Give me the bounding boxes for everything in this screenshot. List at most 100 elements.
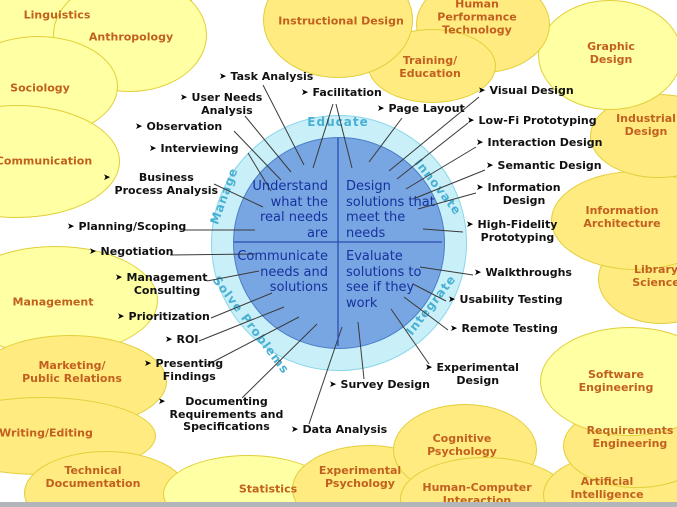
ring-label-educate: Educate [307,115,369,129]
skill-label: ROI [176,333,199,346]
skill-label: Documenting Requirements and Specificati… [169,395,284,433]
discipline-label: Library Science [632,263,677,289]
arrow-icon: ➤ [219,72,227,82]
skill-interaction-design: ➤Interaction Design [476,136,603,150]
skill-information-design: ➤Information Design [476,181,561,207]
skill-interviewing: ➤Interviewing [149,142,239,156]
skill-task-analysis: ➤Task Analysis [219,70,314,84]
discipline-label: Human Performance Technology [437,0,517,37]
arrow-icon: ➤ [467,116,475,126]
arrow-icon: ➤ [476,183,484,193]
skill-label: Planning/Scoping [78,220,187,233]
arrow-icon: ➤ [117,312,125,322]
skill-label: User Needs Analysis [191,91,263,117]
skill-label: Usability Testing [459,293,563,306]
arrow-icon: ➤ [450,324,458,334]
arrow-icon: ➤ [486,161,494,171]
discipline-label: Instructional Design [278,14,404,28]
skill-planning-scoping: ➤Planning/Scoping [67,220,187,234]
quadrant-design: Design solutions that meet the needs [346,179,435,241]
skill-label: Experimental Design [436,361,519,387]
arrow-icon: ➤ [158,397,166,407]
skill-negotiation: ➤Negotiation [89,245,174,259]
quadrant-communicate: Communicate needs and solutions [237,249,328,295]
discipline-label: Linguistics [23,8,91,22]
arrow-icon: ➤ [135,122,143,132]
arrow-icon: ➤ [377,104,385,114]
skill-documenting-requirements: ➤Documenting Requirements and Specificat… [158,395,284,434]
skill-label: Page Layout [388,102,465,115]
arrow-icon: ➤ [115,273,123,283]
discipline-software-engineering [540,327,677,436]
arrow-icon: ➤ [149,144,157,154]
arrow-icon: ➤ [291,425,299,435]
skill-high-fidelity-prototyping: ➤High-Fidelity Prototyping [466,218,558,244]
skill-label: Task Analysis [230,70,314,83]
discipline-label: Statistics [238,482,298,496]
discipline-label: Technical Documentation [45,464,141,490]
skill-survey-design: ➤Survey Design [329,378,430,392]
skill-usability-testing: ➤Usability Testing [448,293,563,307]
skill-visual-design: ➤Visual Design [478,84,574,98]
arrow-icon: ➤ [425,363,433,373]
skill-label: Low-Fi Prototyping [478,114,597,127]
skill-label: Interviewing [160,142,239,155]
arrow-icon: ➤ [466,220,474,230]
skill-data-analysis: ➤Data Analysis [291,423,388,437]
arrow-icon: ➤ [476,138,484,148]
discipline-label: Communication [0,154,93,168]
discipline-label: Management [12,295,94,309]
skill-label: Visual Design [489,84,574,97]
skill-lowfi-prototyping: ➤Low-Fi Prototyping [467,114,597,128]
discipline-label: Software Engineering [578,368,654,394]
arrow-icon: ➤ [329,380,337,390]
skill-label: Negotiation [100,245,174,258]
skill-label: Presenting Findings [155,357,224,383]
skill-experimental-design: ➤Experimental Design [425,361,519,387]
skill-label: Prioritization [128,310,210,323]
discipline-label: Cognitive Psychology [427,432,497,458]
skill-label: High-Fidelity Prototyping [477,218,558,244]
skill-label: Semantic Design [497,159,602,172]
arrow-icon: ➤ [165,335,173,345]
skill-management-consulting: ➤Management Consulting [115,271,208,297]
skill-label: Walkthroughs [485,266,572,279]
quadrant-evaluate: Evaluate solutions to see if they work [346,249,422,311]
arrow-icon: ➤ [180,93,188,103]
discipline-label: Graphic Design [587,40,635,66]
discipline-information-architecture [551,171,677,270]
discipline-label: Information Architecture [583,204,661,230]
skill-label: Remote Testing [461,322,558,335]
skill-presenting-findings: ➤Presenting Findings [144,357,224,383]
skill-observation: ➤Observation [135,120,223,134]
skill-business-process-analysis: ➤Business Process Analysis [103,171,218,197]
discipline-label: Training/ Education [399,54,461,80]
skill-user-needs-analysis: ➤User Needs Analysis [180,91,263,117]
skill-walkthroughs: ➤Walkthroughs [474,266,572,280]
skill-label: Interaction Design [487,136,603,149]
discipline-label: Industrial Design [616,112,676,138]
arrow-icon: ➤ [89,247,97,257]
skill-roi: ➤ROI [165,333,199,347]
skill-page-layout: ➤Page Layout [377,102,465,116]
skill-prioritization: ➤Prioritization [117,310,210,324]
discipline-label: Writing/Editing [0,426,93,440]
skill-label: Data Analysis [302,423,388,436]
arrow-icon: ➤ [448,295,456,305]
quadrant-understand: Understand what the real needs are [252,179,328,241]
arrow-icon: ➤ [67,222,75,232]
arrow-icon: ➤ [478,86,486,96]
skill-label: Information Design [487,181,561,207]
skill-label: Management Consulting [126,271,208,297]
skill-label: Observation [146,120,223,133]
discipline-label: Sociology [10,81,70,95]
discipline-graphic-design [538,0,677,110]
skill-label: Survey Design [340,378,430,391]
skill-label: Facilitation [312,86,382,99]
discipline-label: Marketing/ Public Relations [22,359,122,385]
skill-facilitation: ➤Facilitation [301,86,382,100]
arrow-icon: ➤ [474,268,482,278]
discipline-label: Anthropology [88,30,174,44]
skill-remote-testing: ➤Remote Testing [450,322,558,336]
